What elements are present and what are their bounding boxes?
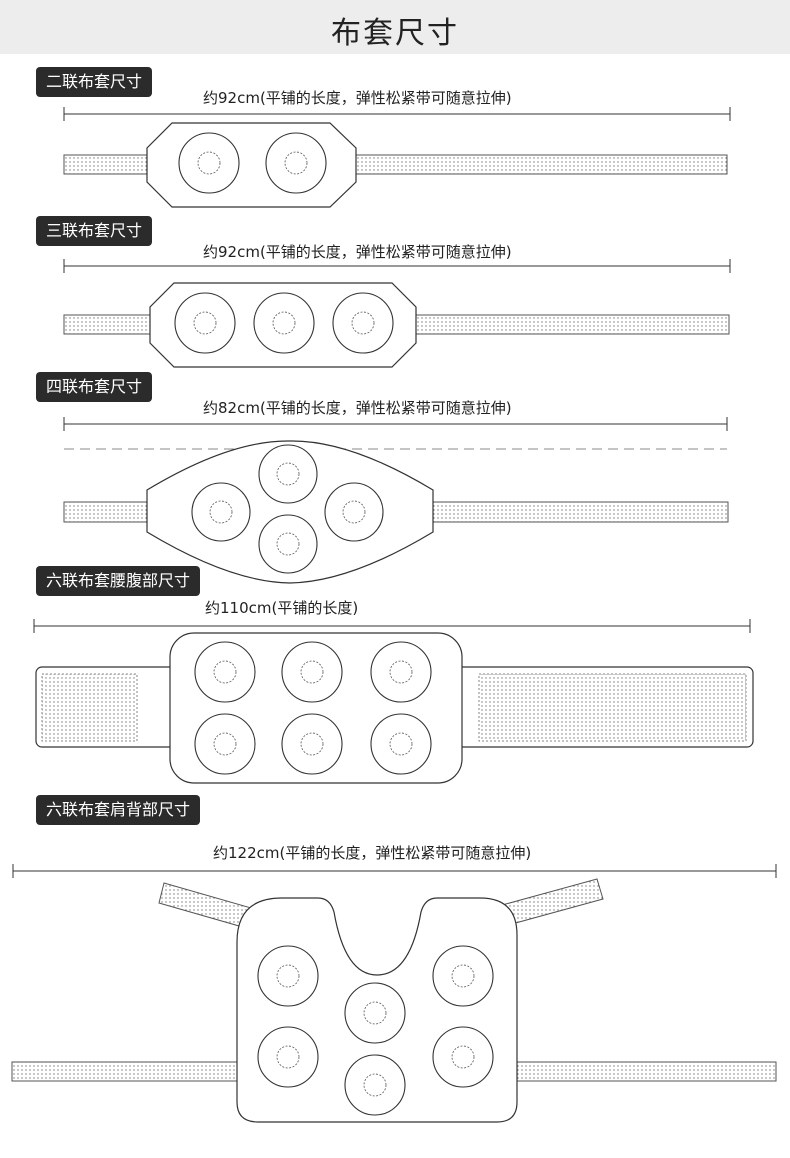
massage-pad <box>174 292 236 354</box>
massage-pad <box>324 482 384 542</box>
page-title: 布套尺寸 <box>331 16 459 51</box>
dimension-text-two-pad: 约92cm(平铺的长度，弹性松紧带可随意拉伸) <box>203 89 512 107</box>
massage-pad <box>257 1026 319 1088</box>
dimension-text-four-pad: 约82cm(平铺的长度，弹性松紧带可随意拉伸) <box>203 399 512 417</box>
massage-pad <box>370 713 432 775</box>
massage-pad <box>432 945 494 1007</box>
dimension-line <box>63 417 728 431</box>
massage-pad <box>370 641 432 703</box>
massage-pad <box>281 641 343 703</box>
massage-pad <box>253 292 315 354</box>
dimension-text-three-pad: 约92cm(平铺的长度，弹性松紧带可随意拉伸) <box>203 243 512 261</box>
elastic-strap-left <box>63 154 151 175</box>
velcro-patch-left <box>41 673 138 742</box>
elastic-strap-left <box>11 1061 241 1082</box>
diagram-three-pad <box>63 259 731 368</box>
dimension-line <box>12 864 777 878</box>
massage-pad <box>194 713 256 775</box>
dimension-text-six-pad-shoulder: 约122cm(平铺的长度，弹性松紧带可随意拉伸) <box>213 844 532 862</box>
diagram-six-pad-waist <box>33 619 754 784</box>
elastic-strap-right <box>514 1061 777 1082</box>
massage-pad <box>257 945 319 1007</box>
elastic-strap-left <box>63 314 153 335</box>
massage-pad <box>265 132 327 194</box>
section-label-six-pad-waist: 六联布套腰腹部尺寸 <box>36 566 201 596</box>
massage-pad <box>344 1054 406 1116</box>
page-header: 布套尺寸 <box>0 0 790 54</box>
section-label-six-pad-shoulder: 六联布套肩背部尺寸 <box>36 795 201 825</box>
velcro-patch-right <box>478 673 747 742</box>
massage-pad <box>258 444 318 504</box>
section-label-four-pad: 四联布套尺寸 <box>36 372 153 402</box>
massage-pad <box>344 982 406 1044</box>
diagram-four-pad <box>63 417 729 584</box>
elastic-strap-left <box>63 501 151 523</box>
elastic-strap-right <box>353 154 728 175</box>
dimension-line <box>33 619 751 633</box>
section-label-two-pad: 二联布套尺寸 <box>36 67 153 97</box>
massage-pad <box>191 482 251 542</box>
massage-pad <box>194 641 256 703</box>
diagram-two-pad <box>63 107 731 208</box>
massage-pad <box>332 292 394 354</box>
massage-pad <box>281 713 343 775</box>
section-label-three-pad: 三联布套尺寸 <box>36 216 153 246</box>
massage-pad <box>178 132 240 194</box>
elastic-strap-right <box>413 314 730 335</box>
diagram-six-pad-shoulder <box>11 864 777 1123</box>
dimension-text-six-pad-waist: 约110cm(平铺的长度) <box>205 599 359 617</box>
dimension-line <box>63 107 731 121</box>
elastic-strap-right <box>430 501 729 523</box>
massage-pad <box>432 1026 494 1088</box>
pad-cover-body <box>146 440 434 584</box>
dimension-line <box>63 259 731 273</box>
massage-pad <box>258 514 318 574</box>
